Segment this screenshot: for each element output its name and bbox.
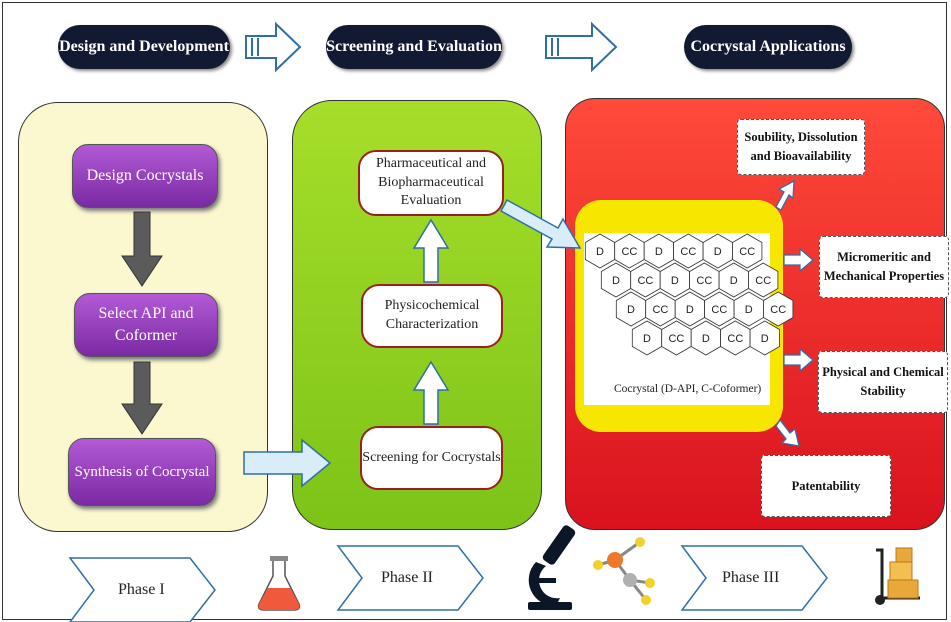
- arrow-to-patentability: [775, 418, 800, 447]
- lattice-cell-label: D: [761, 333, 769, 345]
- stage-applications-pill: Cocrystal Applications: [684, 25, 852, 69]
- lattice-cell-label: D: [730, 275, 738, 287]
- lattice-cell-label: CC: [727, 333, 743, 345]
- flask-icon: [257, 556, 301, 611]
- lattice-cell-label: D: [686, 304, 694, 316]
- up-arrow-2: [412, 218, 450, 283]
- synthesis-to-screening-arrow: [243, 438, 332, 488]
- lattice-cell-label: D: [671, 275, 679, 287]
- patentability-application-box: Patentability: [761, 455, 891, 517]
- microscope-icon: [528, 525, 576, 610]
- lattice-cell-label: CC: [739, 246, 755, 258]
- phase-three-label: Phase III: [722, 569, 780, 586]
- cocrystal-caption: Cocrystal (D-API, C-Coformer): [614, 383, 762, 395]
- phase-two-label: Phase II: [381, 569, 433, 586]
- stage-screening-pill: Screening and Evaluation: [326, 25, 502, 69]
- synthesis-of-cocrystal-box: Synthesis of Cocrystal: [68, 438, 216, 506]
- lattice-cell-label: CC: [668, 333, 684, 345]
- down-arrow-1: [121, 211, 163, 287]
- lattice-cell-label: CC: [637, 275, 653, 287]
- hand-truck-icon: [875, 547, 920, 605]
- lattice-cell-label: CC: [696, 275, 712, 287]
- screening-for-cocrystals-box: Screening for Cocrystals: [360, 426, 503, 490]
- lattice-cell-label: CC: [652, 304, 668, 316]
- lattice-cell-label: D: [714, 246, 722, 258]
- lattice-cell-label: CC: [621, 246, 637, 258]
- molecule-icon: [593, 537, 655, 605]
- arrow-to-solubility: [775, 179, 795, 211]
- lattice-cell-label: D: [596, 246, 604, 258]
- header-arrow-1: [245, 21, 302, 73]
- lattice-cell-label: D: [745, 304, 753, 316]
- lattice-cell-label: D: [702, 333, 710, 345]
- arrow-to-micromeritic: [783, 247, 815, 273]
- lattice-cell-label: CC: [770, 304, 786, 316]
- lattice-cell-label: D: [655, 246, 663, 258]
- stage-design-pill: Design and Development: [58, 25, 230, 69]
- lattice-hexagon: [763, 291, 794, 327]
- lattice-cell-label: D: [643, 333, 651, 345]
- lattice-cell-label: D: [627, 304, 635, 316]
- up-arrow-1: [412, 360, 450, 425]
- cocrystal-lattice: D CC D CC D CC D CC D CC D CC D CC D CC D CC D CC D CC D: [584, 233, 794, 356]
- evaluation-to-cocrystal-arrow: [499, 198, 582, 249]
- phase-two-chevron: [336, 545, 484, 611]
- phase-one-chevron: [68, 557, 216, 622]
- phase-three-chevron: [680, 545, 828, 611]
- phase-one-label: Phase I: [118, 581, 165, 598]
- design-cocrystals-box: Design Cocrystals: [72, 144, 218, 208]
- lattice-cell-label: CC: [711, 304, 727, 316]
- lattice-cell-label: CC: [680, 246, 696, 258]
- lattice-hexagon: [748, 262, 779, 298]
- lattice-cell-label: D: [612, 275, 620, 287]
- lattice-hexagon: [732, 233, 763, 269]
- header-arrow-2: [545, 21, 618, 73]
- lattice-hexagon: [749, 320, 780, 356]
- lattice-cell-label: CC: [755, 275, 771, 287]
- arrow-to-stability: [783, 347, 815, 373]
- down-arrow-2: [121, 361, 163, 435]
